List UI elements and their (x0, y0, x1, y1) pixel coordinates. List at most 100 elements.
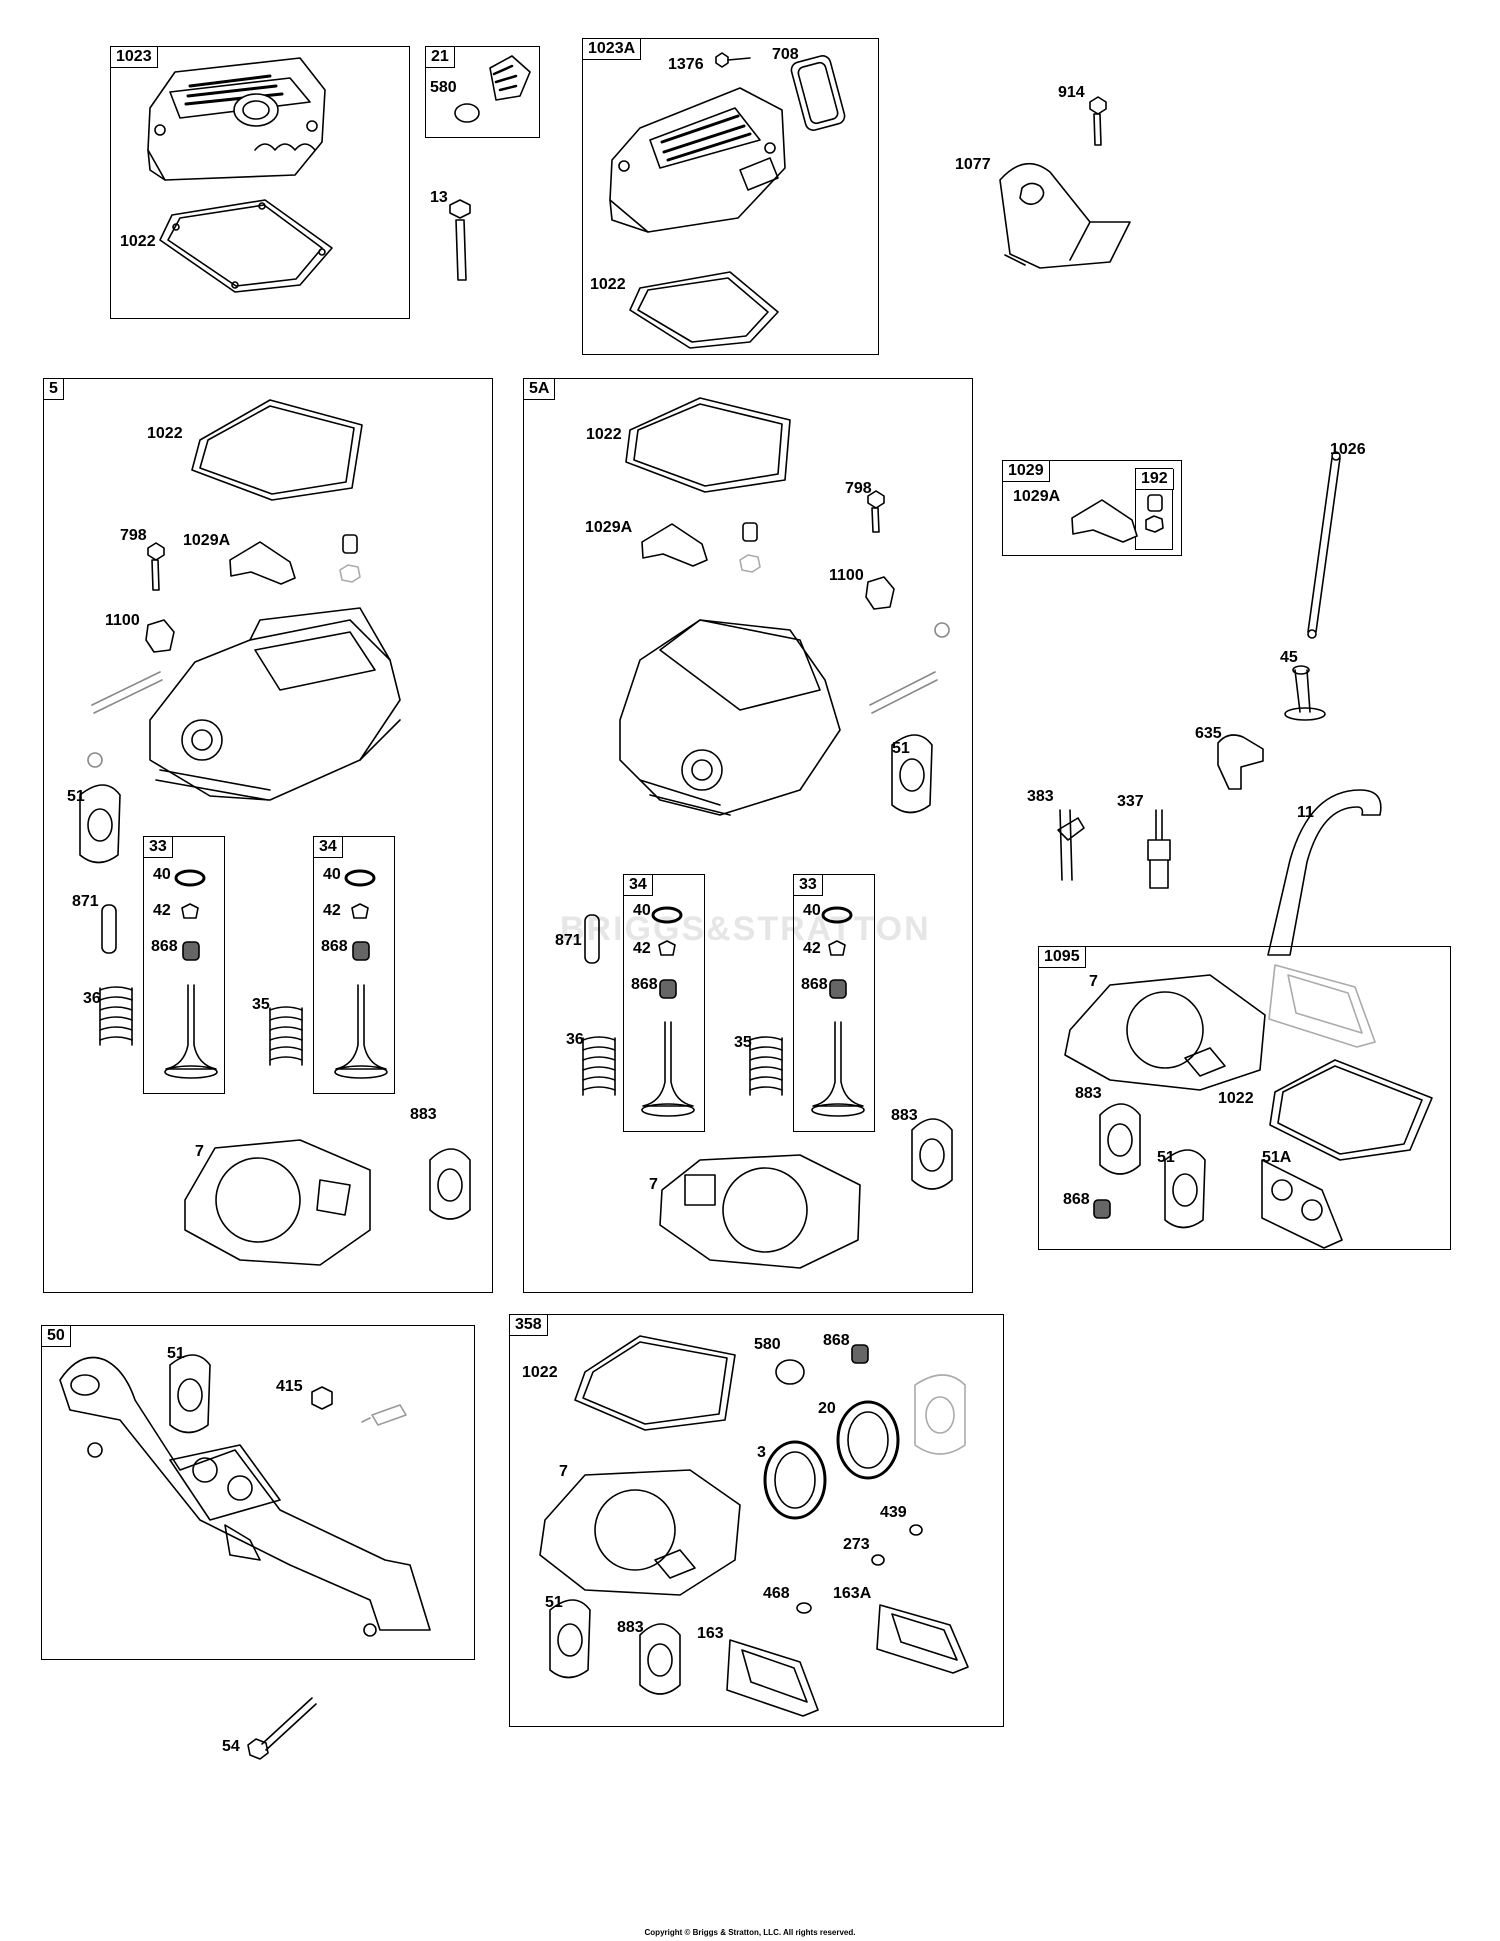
callout: 45 (1280, 649, 1298, 666)
gasket-883-b (911, 1118, 953, 1190)
spring-36-a (99, 986, 133, 1046)
bolt-798-a (147, 542, 165, 591)
callout: 35 (734, 1034, 752, 1051)
gasket-883-c (1099, 1103, 1141, 1175)
gasket-51a (1261, 1159, 1343, 1249)
fuel-hose-11 (1267, 789, 1382, 956)
gasket-1022-c (191, 399, 363, 501)
valve-guide-871-a (101, 904, 117, 954)
kit-box-5a: 5A (523, 378, 973, 1293)
callout: 337 (1117, 793, 1144, 810)
gasket-1022-f (574, 1335, 736, 1431)
kit-number: 1023 (111, 47, 158, 68)
kit-box-33-left: 33 (143, 836, 225, 1094)
callout: 1029A (585, 519, 633, 536)
spark-plug-337 (1147, 809, 1171, 889)
callout: 1022 (120, 233, 156, 250)
o-ring-580-b (775, 1359, 805, 1385)
gasket-ghost-358 (914, 1374, 966, 1455)
callout: 7 (559, 1463, 568, 1480)
valve-cover-1023 (147, 57, 326, 181)
spring-35-b (749, 1036, 783, 1096)
callout: 51A (1262, 1149, 1292, 1166)
callout: 163 (697, 1625, 724, 1642)
callout: 868 (823, 1332, 850, 1349)
washer-273 (871, 1554, 885, 1566)
kit-number: 34 (314, 837, 343, 858)
rocker-arm-1029a-b (641, 523, 708, 567)
gasket-163-ghost (1268, 964, 1376, 1048)
callout: 883 (617, 1619, 644, 1636)
seal-868-f (851, 1344, 869, 1364)
callout: 871 (555, 932, 582, 949)
callout: 383 (1027, 788, 1054, 805)
gasket-883-a (429, 1148, 471, 1220)
callout: 868 (631, 976, 658, 993)
callout: 54 (222, 1738, 240, 1755)
kit-number: 33 (144, 837, 173, 858)
callout: 580 (754, 1336, 781, 1353)
gasket-163a (876, 1604, 969, 1674)
bracket-1077 (999, 162, 1131, 269)
callout: 708 (772, 46, 799, 63)
kit-number: 1029 (1003, 461, 1050, 482)
callout: 635 (1195, 725, 1222, 742)
callout: 163A (833, 1585, 872, 1602)
kit-box-192: 192 (1135, 468, 1174, 550)
callout: 1376 (668, 56, 704, 73)
kit-number: 1023A (583, 39, 642, 60)
callout: 1022 (522, 1364, 558, 1381)
callout: 871 (72, 893, 99, 910)
gasket-51-e (549, 1599, 591, 1679)
callout: 51 (1157, 1149, 1175, 1166)
head-gasket-7-c (1064, 974, 1266, 1091)
kit-number: 21 (426, 47, 455, 68)
gasket-1022-b (629, 271, 779, 349)
stud-b (869, 622, 950, 714)
callout: 868 (151, 938, 178, 955)
callout: 914 (1058, 84, 1085, 101)
guide-plate-1100-a (145, 619, 175, 653)
head-gasket-7-a (184, 1139, 371, 1266)
spring-36-b (582, 1036, 616, 1096)
kit-box-1023a: 1023A (582, 38, 879, 355)
callout: 42 (153, 902, 171, 919)
bolt-1376 (715, 52, 751, 68)
kit-box-1023: 1023 (110, 46, 410, 319)
push-rod-1026 (1307, 451, 1341, 639)
callout: 1029A (183, 532, 231, 549)
callout: 1100 (829, 567, 864, 584)
gasket-708 (790, 55, 846, 131)
callout: 40 (323, 866, 341, 883)
nut-spacer-b (739, 522, 761, 573)
callout: 1077 (955, 156, 991, 173)
rocker-arm-1029a-c (1071, 499, 1138, 543)
guide-plate-1100-b (865, 576, 895, 610)
component-383 (1057, 809, 1085, 881)
valve-set-33-mid (811, 906, 865, 1117)
cylinder-head-5 (149, 607, 401, 801)
callout: 883 (410, 1106, 437, 1123)
tappet-45 (1284, 665, 1326, 721)
gasket-1022-d (625, 397, 791, 493)
fitting-415 (311, 1386, 333, 1410)
callout: 868 (1063, 1191, 1090, 1208)
callout: 7 (649, 1176, 658, 1193)
callout: 51 (545, 1594, 563, 1611)
valve-set-33-left (164, 869, 218, 1079)
watermark: BRIGGS&STRATTON (560, 910, 931, 948)
callout: 35 (252, 996, 270, 1013)
bolt-914 (1089, 96, 1107, 146)
kit-number: 5A (524, 379, 556, 400)
callout: 439 (880, 1504, 907, 1521)
callout: 42 (323, 902, 341, 919)
oil-seal-3 (763, 1440, 827, 1520)
callout: 40 (633, 902, 651, 919)
kit-number: 33 (794, 875, 823, 896)
kit-number: 50 (42, 1326, 71, 1347)
spark-plug-cover-635 (1217, 734, 1264, 790)
gasket-1022-e (1269, 1059, 1433, 1161)
kit-number: 358 (510, 1315, 548, 1336)
copyright-text: Copyright © Briggs & Stratton, LLC. All … (644, 1928, 856, 1937)
